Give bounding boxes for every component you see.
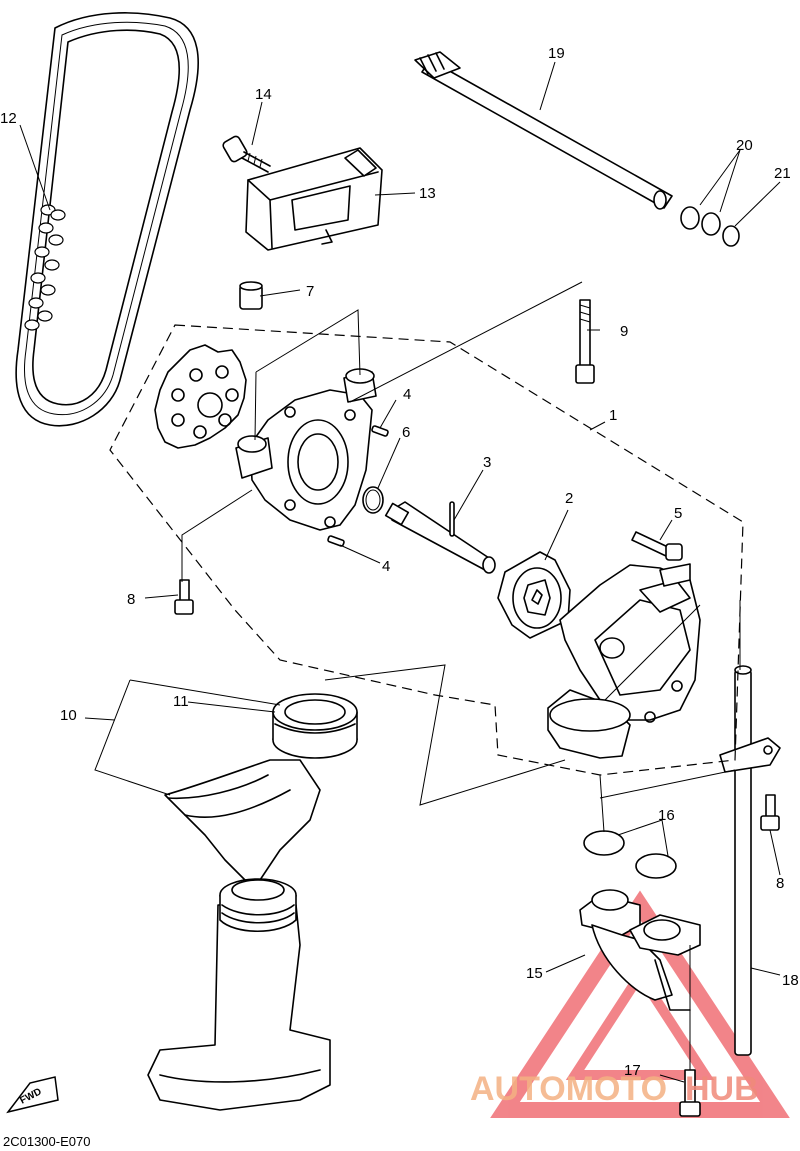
forward-arrow-icon: FWD — [6, 1076, 59, 1114]
rotor-shaft — [384, 501, 496, 574]
pin-3 — [449, 501, 455, 537]
dowel-pin-7 — [239, 281, 263, 310]
bolt-14 — [222, 135, 271, 173]
pump-sprocket — [154, 344, 247, 449]
callout-5: 5 — [674, 505, 682, 522]
leader-lines — [19, 61, 781, 1083]
callout-8-left: 8 — [127, 591, 135, 608]
callout-1: 1 — [609, 407, 617, 424]
callout-10: 10 — [60, 707, 77, 724]
pump-housing — [547, 563, 701, 759]
bolt-9 — [575, 299, 595, 384]
callout-16: 16 — [658, 807, 675, 824]
callout-17: 17 — [624, 1062, 641, 1079]
callout-4-lower: 4 — [382, 558, 390, 575]
callout-9: 9 — [620, 323, 628, 340]
callout-13: 13 — [419, 185, 436, 202]
callout-15: 15 — [526, 965, 543, 982]
oil-strainer — [147, 759, 331, 1111]
bolt-5 — [631, 531, 683, 561]
callout-2: 2 — [565, 490, 573, 507]
o-ring-21 — [722, 225, 740, 247]
callout-numbers: 1 2 3 4 4 5 6 7 8 8 9 10 11 12 13 14 15 … — [0, 45, 799, 1079]
pump-assembly-outline — [109, 324, 744, 776]
oil-pipe — [579, 889, 701, 1011]
callout-14: 14 — [255, 86, 272, 103]
chain-guide-bracket — [245, 147, 383, 251]
strainer-seal-upper — [272, 693, 358, 759]
callout-21: 21 — [774, 165, 791, 182]
diagram-code: 2C01300-E070 — [3, 1134, 90, 1149]
callout-12: 12 — [0, 110, 17, 127]
pin-4-lower — [327, 535, 345, 547]
callout-8-right: 8 — [776, 875, 784, 892]
callout-4-upper: 4 — [403, 386, 411, 403]
watermark-text-a: AUTOMOTO — [470, 1070, 667, 1108]
o-ring-6 — [362, 486, 384, 514]
callout-11: 11 — [173, 693, 189, 710]
watermark-triangle-logo — [490, 890, 790, 1118]
callout-18: 18 — [782, 972, 799, 989]
bolt-8-right — [760, 794, 780, 831]
pin-4-upper — [371, 425, 389, 437]
callout-7: 7 — [306, 283, 314, 300]
pump-cover — [235, 368, 377, 531]
oil-pipe-18 — [719, 665, 781, 1056]
pump-rotor — [497, 551, 571, 639]
callout-19: 19 — [548, 45, 565, 62]
chain — [15, 12, 199, 427]
pump-drive-shaft — [414, 51, 673, 210]
callout-3: 3 — [483, 454, 491, 471]
callout-20: 20 — [736, 137, 753, 154]
callout-6: 6 — [402, 424, 410, 441]
watermark-text-b: HUB — [685, 1070, 759, 1108]
bolt-8-left — [174, 579, 194, 615]
o-rings-16 — [583, 830, 677, 879]
watermark: AUTOMOTO HUB — [470, 1070, 759, 1108]
o-rings-20 — [680, 206, 721, 236]
